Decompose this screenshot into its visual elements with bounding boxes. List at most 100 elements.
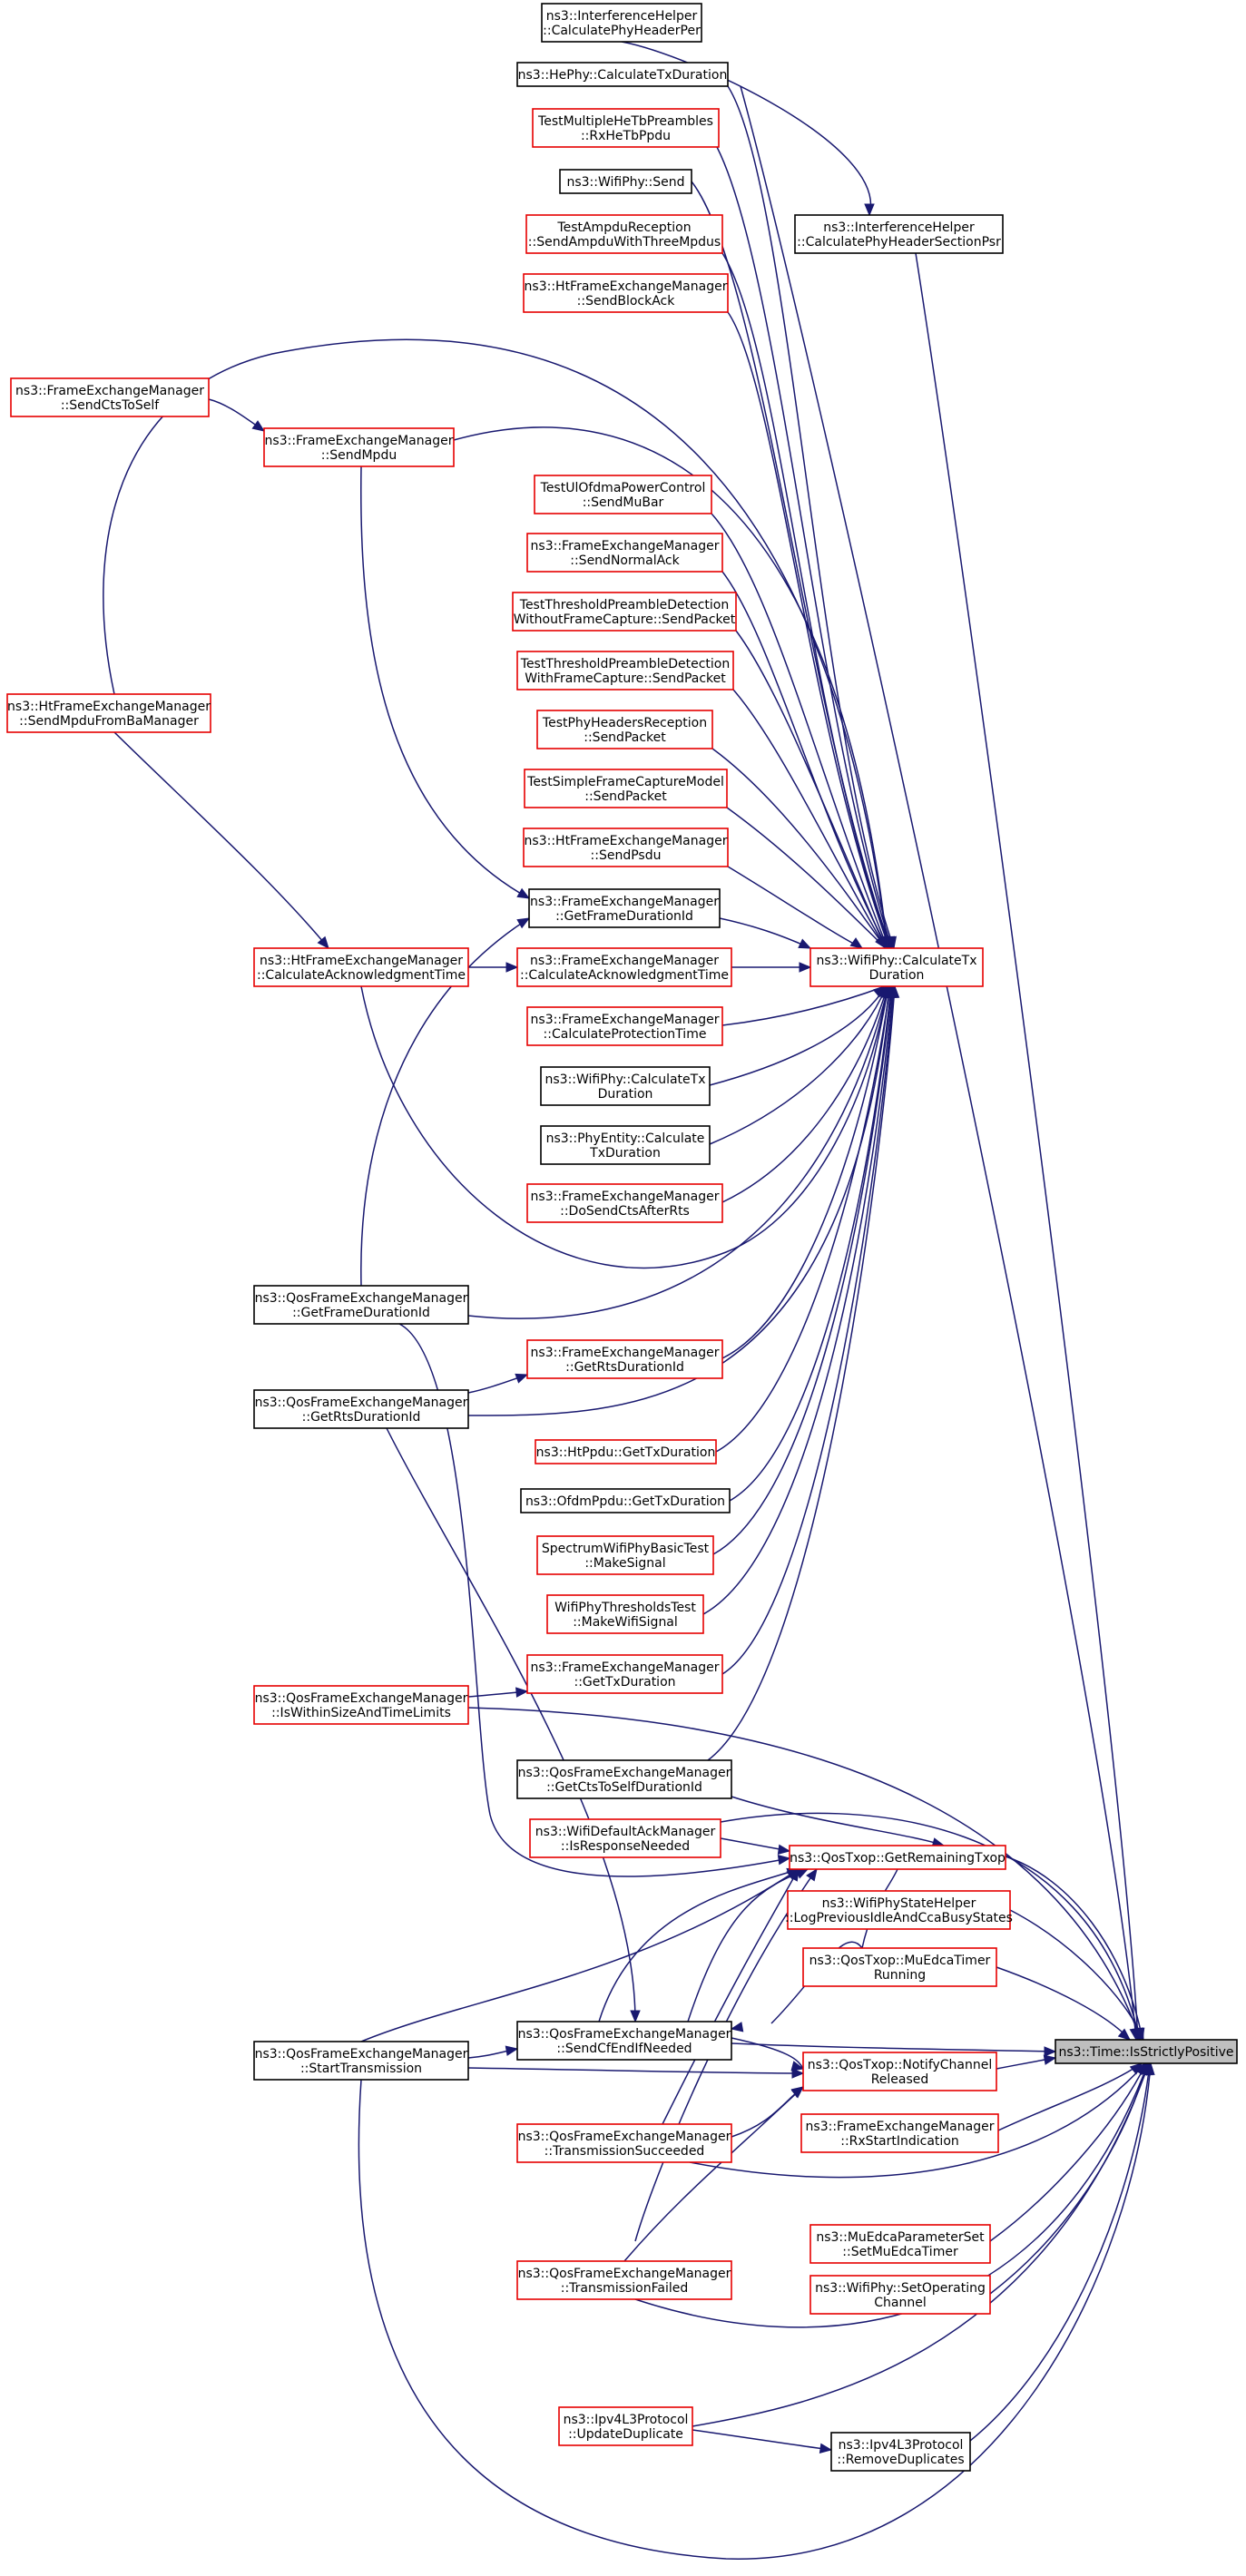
node-label: ::GetFrameDurationId	[292, 1306, 430, 1320]
node-box	[558, 2406, 693, 2446]
node-ipv4-ud[interactable]: ns3::Ipv4L3Protocol::UpdateDuplicate	[558, 2406, 693, 2446]
edge-arrowhead	[790, 2061, 805, 2072]
node-fem-grdi[interactable]: ns3::FrameExchangeManager::GetRtsDuratio…	[526, 1339, 723, 1379]
node-box	[540, 1066, 711, 1106]
node-fem-rsi[interactable]: ns3::FrameExchangeManager::RxStartIndica…	[800, 2113, 999, 2153]
call-edge	[689, 2062, 1146, 2179]
node-label: ::SendMuBar	[583, 495, 664, 510]
node-label: ::SendAmpduWithThreeMpdus	[528, 235, 721, 250]
node-htppdu[interactable]: ns3::HtPpdu::GetTxDuration	[535, 1439, 717, 1464]
node-hephy[interactable]: ns3::HePhy::CalculateTxDuration	[516, 62, 729, 87]
edge-arrowhead	[1129, 2062, 1143, 2075]
node-label: ::RemoveDuplicates	[837, 2453, 964, 2467]
node-fem-cpt[interactable]: ns3::FrameExchangeManager::CalculateProt…	[526, 1006, 723, 1046]
node-ih-psr[interactable]: ns3::InterferenceHelper::CalculatePhyHea…	[794, 214, 1004, 254]
node-label: WithFrameCapture::SendPacket	[525, 671, 726, 686]
node-mueps[interactable]: ns3::MuEdcaParameterSet::SetMuEdcaTimer	[809, 2224, 991, 2264]
call-edge	[731, 2042, 1056, 2052]
call-edge	[727, 311, 890, 949]
call-edge	[712, 985, 893, 1555]
node-label: ns3::FrameExchangeManager	[530, 954, 719, 968]
call-edge	[662, 1868, 800, 2125]
node-label: ns3::Ipv4L3Protocol	[564, 2413, 689, 2427]
node-wpsh[interactable]: ns3::WifiPhyStateHelper::LogPreviousIdle…	[785, 1890, 1013, 1930]
call-edge	[621, 41, 872, 216]
node-box	[526, 533, 723, 573]
node-box	[534, 475, 712, 514]
node-fem-gfdi[interactable]: ns3::FrameExchangeManager::GetFrameDurat…	[528, 888, 721, 928]
node-wp-ctd[interactable]: ns3::WifiPhy::CalculateTxDuration	[809, 947, 984, 987]
node-label: ::SendMpduFromBaManager	[19, 714, 199, 729]
node-htfem-cat[interactable]: ns3::HtFrameExchangeManager::CalculateAc…	[253, 947, 469, 987]
call-edge	[731, 2037, 804, 2070]
node-wptt[interactable]: WifiPhyThresholdsTest::MakeWifiSignal	[546, 1594, 704, 1634]
node-box	[253, 1285, 469, 1325]
node-label: ns3::HtFrameExchangeManager	[525, 834, 728, 848]
node-label: ::IsWithinSizeAndTimeLimits	[271, 1706, 451, 1720]
node-ih-per[interactable]: ns3::InterferenceHelper::CalculatePhyHea…	[541, 3, 702, 43]
edge-arrowhead	[777, 1844, 791, 1855]
node-label: ns3::FrameExchangeManager	[531, 1346, 720, 1360]
node-tuopc[interactable]: TestUlOfdmaPowerControl::SendMuBar	[534, 475, 712, 514]
node-tmhtb[interactable]: TestMultipleHeTbPreambles::RxHeTbPpdu	[532, 108, 720, 148]
node-wifiphy-send[interactable]: ns3::WifiPhy::Send	[559, 169, 692, 194]
call-nodes: ns3::Time::IsStrictlyPositive ns3::Interf…	[6, 3, 1238, 2472]
edge-arrowhead	[1133, 2027, 1144, 2042]
node-label: ::SendCtsToSelf	[61, 398, 160, 413]
node-tphr[interactable]: TestPhyHeadersReception::SendPacket	[536, 710, 713, 749]
node-wdam[interactable]: ns3::WifiDefaultAckManager::IsResponseNe…	[529, 1818, 721, 1858]
node-wp-ctd2[interactable]: ns3::WifiPhy::CalculateTxDuration	[540, 1066, 711, 1106]
call-edge	[709, 985, 887, 1086]
call-edge	[1009, 1909, 1144, 2041]
node-ttpd-wo[interactable]: TestThresholdPreambleDetectionWithoutFra…	[512, 592, 737, 632]
node-fem-cat[interactable]: ns3::FrameExchangeManager::CalculateAckn…	[516, 947, 732, 987]
node-qtxop-grt[interactable]: ns3::QosTxop::GetRemainingTxop	[789, 1845, 1006, 1870]
node-box	[253, 1685, 469, 1725]
node-pe-ctd[interactable]: ns3::PhyEntity::CalculateTxDuration	[540, 1125, 711, 1165]
node-htfem-smfba[interactable]: ns3::HtFrameExchangeManager::SendMpduFro…	[6, 693, 211, 733]
node-label: ns3::InterferenceHelper	[546, 9, 698, 24]
node-qfem-gctsdi[interactable]: ns3::QosFrameExchangeManager::GetCtsToSe…	[516, 1759, 732, 1799]
node-box	[1055, 2039, 1238, 2064]
call-edge	[598, 1868, 800, 2023]
node-qfem-scfein[interactable]: ns3::QosFrameExchangeManager::SendCfEndI…	[516, 2021, 732, 2061]
call-edge	[711, 513, 888, 949]
node-fem-dscar[interactable]: ns3::FrameExchangeManager::DoSendCtsAfte…	[526, 1183, 723, 1223]
node-htfem-sba[interactable]: ns3::HtFrameExchangeManager::SendBlockAc…	[523, 273, 729, 313]
edge-arrowhead	[516, 887, 531, 899]
call-edge	[623, 2086, 804, 2262]
node-fem-sna[interactable]: ns3::FrameExchangeManager::SendNormalAck	[526, 533, 723, 573]
node-htfem-spsdu[interactable]: ns3::HtFrameExchangeManager::SendPsdu	[523, 828, 729, 867]
node-box	[528, 888, 721, 928]
node-ipv4-rd[interactable]: ns3::Ipv4L3Protocol::RemoveDuplicates	[830, 2432, 971, 2472]
node-box	[516, 2123, 732, 2163]
node-label: ::SendBlockAck	[577, 294, 676, 309]
node-fem-sendmpdu[interactable]: ns3::FrameExchangeManager::SendMpdu	[263, 427, 455, 467]
edge-arrowhead	[875, 935, 887, 950]
node-box	[789, 1845, 1006, 1870]
node-root[interactable]: ns3::Time::IsStrictlyPositive	[1055, 2039, 1238, 2064]
node-ttpd-w[interactable]: TestThresholdPreambleDetectionWithFrameC…	[516, 651, 734, 691]
edge-arrowhead	[819, 2443, 833, 2454]
node-label: ::GetFrameDurationId	[555, 909, 693, 924]
node-qfem-gfdi[interactable]: ns3::QosFrameExchangeManager::GetFrameDu…	[253, 1285, 469, 1325]
node-swpbt[interactable]: SpectrumWifiPhyBasicTest::MakeSignal	[536, 1535, 714, 1575]
edge-arrowhead	[730, 2022, 744, 2032]
node-qfem-tf[interactable]: ns3::QosFrameExchangeManager::Transmissi…	[516, 2260, 732, 2300]
call-edge	[113, 731, 329, 949]
node-qfem-grdi[interactable]: ns3::QosFrameExchangeManager::GetRtsDura…	[253, 1389, 469, 1429]
node-fem-gtd[interactable]: ns3::FrameExchangeManager::GetTxDuration	[526, 1654, 723, 1694]
node-box	[559, 169, 692, 194]
node-qfem-ts[interactable]: ns3::QosFrameExchangeManager::Transmissi…	[516, 2123, 732, 2163]
node-qfem-st[interactable]: ns3::QosFrameExchangeManager::StartTrans…	[253, 2041, 469, 2081]
node-qfem-iwsatl[interactable]: ns3::QosFrameExchangeManager::IsWithinSi…	[253, 1685, 469, 1725]
node-fem-ctsself[interactable]: ns3::FrameExchangeManager::SendCtsToSelf	[10, 377, 210, 417]
call-edge	[727, 85, 895, 949]
node-tar[interactable]: TestAmpduReception::SendAmpduWithThreeMp…	[525, 214, 723, 254]
node-tsfcm[interactable]: TestSimpleFrameCaptureModel::SendPacket	[524, 769, 728, 808]
node-ofdmppdu[interactable]: ns3::OfdmPpdu::GetTxDuration	[520, 1488, 731, 1513]
call-edge	[721, 571, 888, 949]
